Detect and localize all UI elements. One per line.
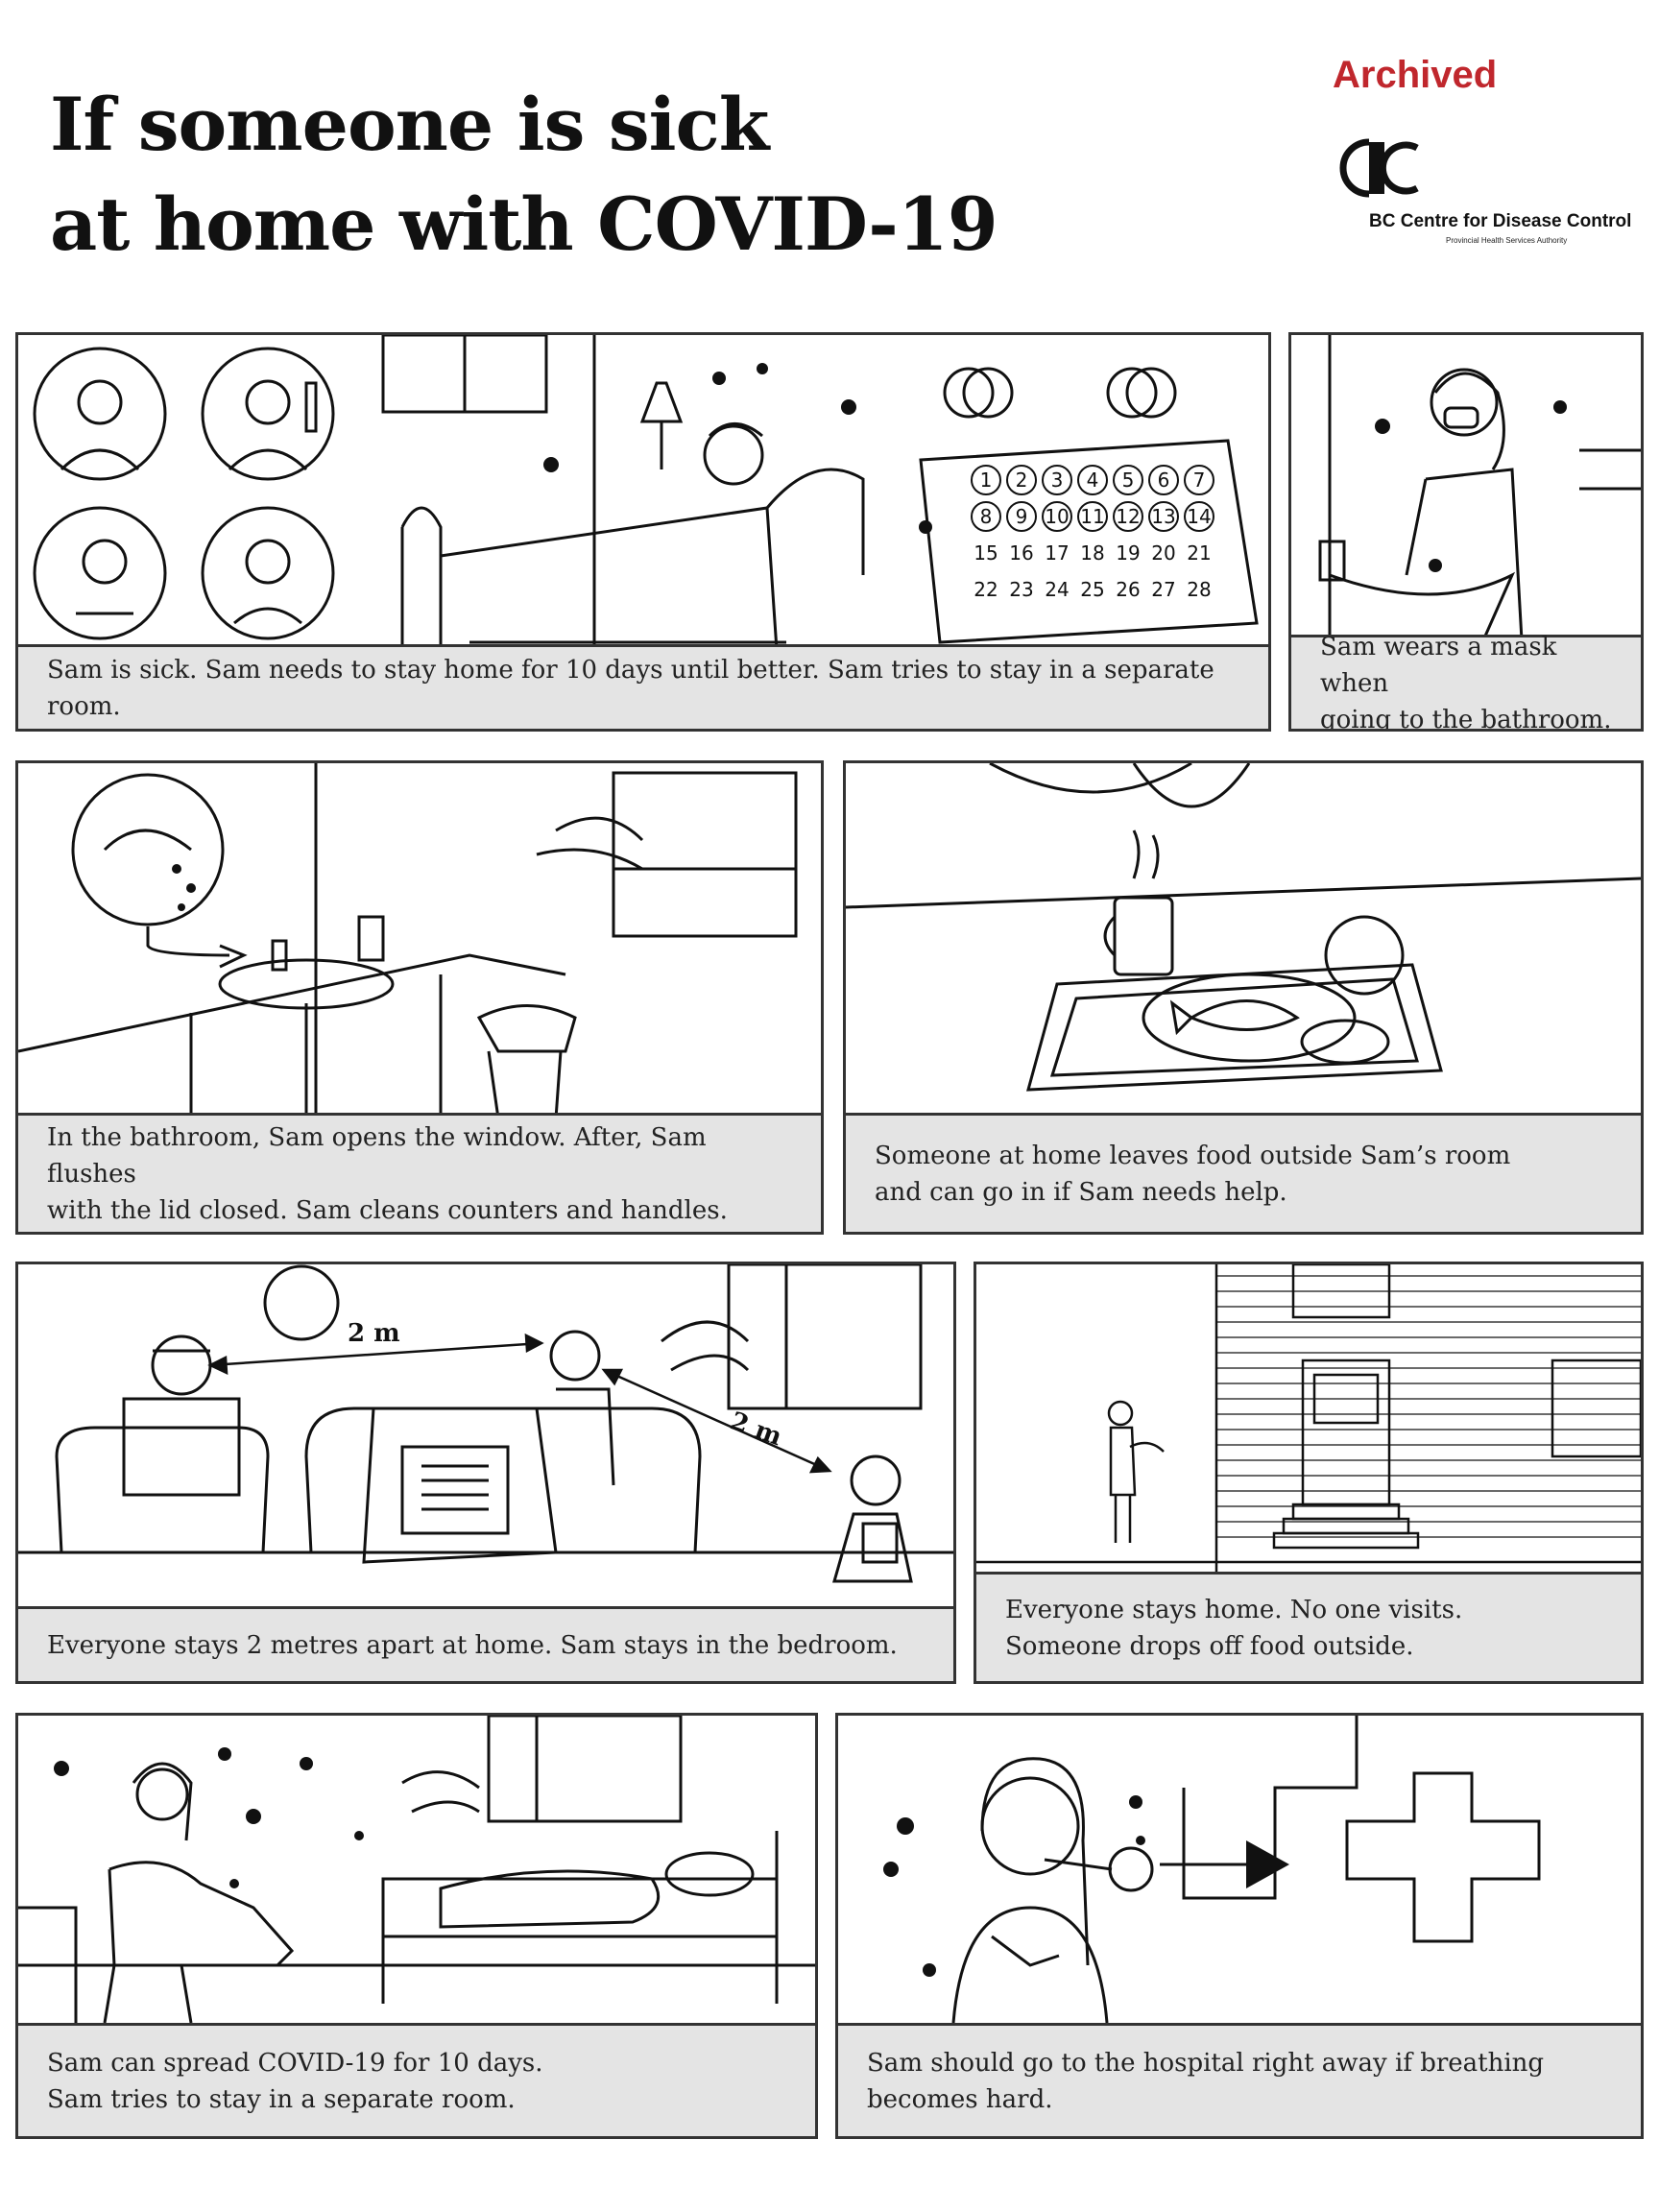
calendar-day-circle [1148, 501, 1179, 532]
bathroom-scene [18, 763, 821, 1118]
caption-line: Sam is sick. Sam needs to stay home for … [47, 655, 1214, 721]
calendar-day: 3 [1051, 469, 1064, 492]
caption-no-visits: Everyone stays home. No one visits. Some… [976, 1572, 1641, 1681]
calendar-day: 19 [1116, 541, 1140, 565]
calendar-day-circle [1006, 501, 1037, 532]
calendar-day: 9 [1016, 505, 1028, 528]
caption-mask: Sam wears a mask when going to the bathr… [1291, 633, 1641, 729]
calendar-day: 26 [1116, 578, 1140, 601]
calendar-day-circle [1113, 501, 1143, 532]
calendar-day-circle [1113, 465, 1143, 495]
org-subtitle: Provincial Health Services Authority [1446, 236, 1568, 245]
calendar-day: 27 [1151, 578, 1175, 601]
calendar-day: 18 [1080, 541, 1104, 565]
calendar-day-circle [1148, 465, 1179, 495]
calendar-day: 20 [1151, 541, 1175, 565]
distance-label-left: 2 m [348, 1319, 400, 1348]
archived-label: Archived [1333, 54, 1498, 96]
calendar-day-circle [1006, 465, 1037, 495]
calendar-day: 17 [1045, 541, 1069, 565]
caption-line: going to the bathroom. [1320, 705, 1612, 732]
caption-line: In the bathroom, Sam opens the window. A… [47, 1122, 707, 1189]
distance-label-right: 2 m [727, 1407, 786, 1452]
panel-distance: 2 m 2 m Everyone stays 2 metres apart at… [15, 1262, 956, 1684]
calendar-day: 21 [1187, 541, 1211, 565]
panel-mask: Sam wears a mask when going to the bathr… [1288, 332, 1644, 732]
calendar-day-circle [1077, 501, 1108, 532]
calendar-day-circle [1042, 465, 1072, 495]
panel-food-tray: Someone at home leaves food outside Sam’… [843, 760, 1644, 1235]
caption-isolation: Sam is sick. Sam needs to stay home for … [18, 644, 1268, 729]
calendar-day: 10 [1045, 505, 1069, 528]
caption-line: Someone at home leaves food outside Sam’… [875, 1141, 1511, 1170]
calendar-day: 12 [1116, 505, 1140, 528]
caption-line: and can go in if Sam needs help. [875, 1177, 1287, 1207]
calendar-day: 2 [1016, 469, 1028, 492]
calendar-day: 6 [1158, 469, 1170, 492]
calendar-day-circle [1184, 501, 1214, 532]
calendar-day: 15 [974, 541, 998, 565]
caption-bathroom: In the bathroom, Sam opens the window. A… [18, 1113, 821, 1232]
caption-spread: Sam can spread COVID-19 for 10 days. Sam… [18, 2023, 815, 2136]
calendar-day: 5 [1122, 469, 1135, 492]
title-line-1: If someone is sick [50, 82, 769, 167]
calendar-day: 7 [1193, 469, 1206, 492]
calendar-day: 8 [980, 505, 993, 528]
caption-line: Sam should go to the hospital right away… [867, 2048, 1545, 2078]
house-delivery-scene [976, 1264, 1641, 1572]
calendar-day: 24 [1045, 578, 1069, 601]
caption-distance: Everyone stays 2 metres apart at home. S… [18, 1606, 953, 1681]
org-name: BC Centre for Disease Control [1369, 211, 1632, 231]
living-room-distance-scene: 2 m 2 m [18, 1264, 953, 1606]
calendar-day: 28 [1187, 578, 1211, 601]
calendar-day-circle [971, 501, 1001, 532]
calendar-day: 16 [1009, 541, 1033, 565]
hospital-cross-scene [838, 1716, 1641, 2023]
page-title: If someone is sick at home with COVID-19 [50, 75, 998, 275]
calendar-day: 1 [980, 469, 993, 492]
panel-hospital: Sam should go to the hospital right away… [835, 1713, 1644, 2139]
caption-line: with the lid closed. Sam cleans counters… [47, 1195, 728, 1225]
calendar-day-circle [971, 465, 1001, 495]
calendar-day: 11 [1080, 505, 1104, 528]
caption-hospital: Sam should go to the hospital right away… [838, 2023, 1641, 2136]
calendar-day: 23 [1009, 578, 1033, 601]
caption-line: becomes hard. [867, 2084, 1053, 2114]
title-line-2: at home with COVID-19 [50, 181, 998, 267]
caption-line: Everyone stays 2 metres apart at home. S… [47, 1630, 898, 1660]
caption-food-tray: Someone at home leaves food outside Sam’… [846, 1113, 1641, 1232]
calendar-day-circle [1077, 465, 1108, 495]
calendar-day-circle [1042, 501, 1072, 532]
panel-no-visits: Everyone stays home. No one visits. Some… [974, 1262, 1644, 1684]
calendar-day: 14 [1187, 505, 1211, 528]
mask-handwashing-scene [1291, 335, 1641, 640]
calendar-day: 25 [1080, 578, 1104, 601]
calendar-day: 4 [1087, 469, 1099, 492]
caption-line: Sam wears a mask when [1320, 632, 1557, 698]
calendar-day: 13 [1151, 505, 1175, 528]
calendar-day-circle [1184, 465, 1214, 495]
food-tray-scene [846, 763, 1641, 1118]
panel-bathroom: In the bathroom, Sam opens the window. A… [15, 760, 824, 1235]
caption-line: Someone drops off food outside. [1005, 1631, 1414, 1661]
bccdc-logo-icon [1339, 138, 1419, 198]
caption-line: Everyone stays home. No one visits. [1005, 1595, 1463, 1624]
panel-spread: Sam can spread COVID-19 for 10 days. Sam… [15, 1713, 818, 2139]
calendar-day: 22 [974, 578, 998, 601]
caption-line: Sam can spread COVID-19 for 10 days. [47, 2048, 543, 2078]
bedroom-chair-scene [18, 1716, 815, 2023]
caption-line: Sam tries to stay in a separate room. [47, 2084, 516, 2114]
